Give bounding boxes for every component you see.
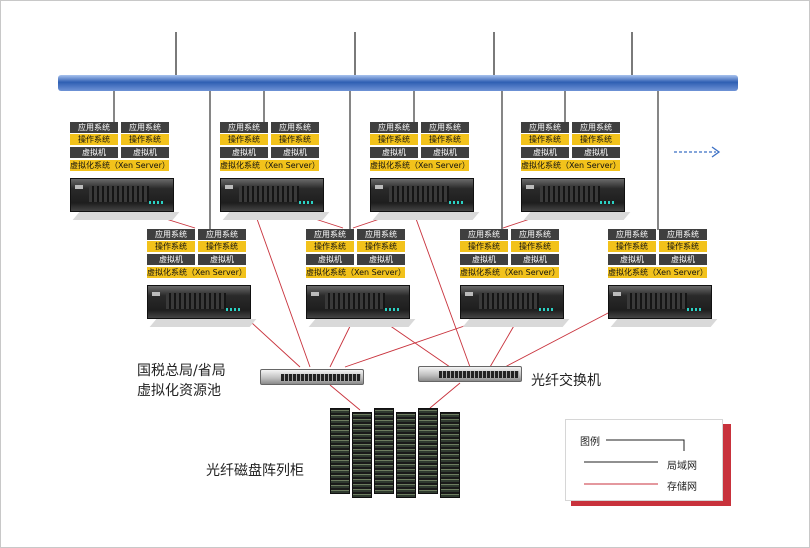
server-shadow (222, 212, 330, 220)
os-label: 操作系统 (460, 241, 508, 252)
app-label: 应用系统 (70, 122, 118, 133)
server-node: 应用系统 应用系统 操作系统 操作系统 虚拟机 虚拟机 虚拟化系统（Xen Se… (306, 229, 416, 341)
app-label: 应用系统 (421, 122, 469, 133)
app-label: 应用系统 (521, 122, 569, 133)
vm-label: 虚拟机 (521, 147, 569, 158)
server-node: 应用系统 应用系统 操作系统 操作系统 虚拟机 虚拟机 虚拟化系统（Xen Se… (70, 122, 180, 234)
app-label: 应用系统 (370, 122, 418, 133)
vm-label: 虚拟机 (306, 254, 354, 265)
fibre-switch-right (418, 366, 522, 382)
server-chassis (147, 285, 251, 319)
server-shadow (308, 319, 416, 327)
vm-label: 虚拟机 (572, 147, 620, 158)
os-label: 操作系统 (608, 241, 656, 252)
app-label: 应用系统 (511, 229, 559, 240)
vm-label: 虚拟机 (220, 147, 268, 158)
server-chassis (220, 178, 324, 212)
legend-title: 图例 (580, 437, 600, 448)
server-shadow (610, 319, 718, 327)
pool-caption-line2: 虚拟化资源池 (137, 383, 221, 399)
os-label: 操作系统 (306, 241, 354, 252)
server-chassis (370, 178, 474, 212)
vm-label: 虚拟机 (659, 254, 707, 265)
switch-caption: 光纤交换机 (531, 373, 601, 389)
legend-box: 图例 局域网 存储网 (565, 419, 723, 501)
server-shadow (149, 319, 257, 327)
app-label: 应用系统 (306, 229, 354, 240)
app-label: 应用系统 (198, 229, 246, 240)
os-label: 操作系统 (147, 241, 195, 252)
server-node: 应用系统 应用系统 操作系统 操作系统 虚拟机 虚拟机 虚拟化系统（Xen Se… (370, 122, 480, 234)
hypervisor-label: 虚拟化系统（Xen Server） (220, 160, 319, 171)
continuation-arrow-icon (674, 144, 722, 158)
server-chassis (460, 285, 564, 319)
fibre-switch-left (260, 369, 364, 385)
app-label: 应用系统 (357, 229, 405, 240)
vm-label: 虚拟机 (357, 254, 405, 265)
app-label: 应用系统 (147, 229, 195, 240)
app-label: 应用系统 (659, 229, 707, 240)
vm-label: 虚拟机 (121, 147, 169, 158)
app-label: 应用系统 (271, 122, 319, 133)
app-label: 应用系统 (608, 229, 656, 240)
vm-label: 虚拟机 (271, 147, 319, 158)
os-label: 操作系统 (659, 241, 707, 252)
server-node: 应用系统 应用系统 操作系统 操作系统 虚拟机 虚拟机 虚拟化系统（Xen Se… (608, 229, 718, 341)
os-label: 操作系统 (198, 241, 246, 252)
vm-label: 虚拟机 (608, 254, 656, 265)
legend-san-label: 存储网 (667, 482, 697, 493)
hypervisor-label: 虚拟化系统（Xen Server） (147, 267, 246, 278)
server-chassis (608, 285, 712, 319)
os-label: 操作系统 (121, 134, 169, 145)
vm-label: 虚拟机 (198, 254, 246, 265)
os-label: 操作系统 (70, 134, 118, 145)
vm-label: 虚拟机 (511, 254, 559, 265)
vm-label: 虚拟机 (370, 147, 418, 158)
app-label: 应用系统 (460, 229, 508, 240)
server-shadow (523, 212, 631, 220)
server-shadow (72, 212, 180, 220)
os-label: 操作系统 (511, 241, 559, 252)
os-label: 操作系统 (521, 134, 569, 145)
storage-caption: 光纤磁盘阵列柜 (206, 463, 304, 479)
server-chassis (70, 178, 174, 212)
vm-label: 虚拟机 (147, 254, 195, 265)
os-label: 操作系统 (220, 134, 268, 145)
app-label: 应用系统 (220, 122, 268, 133)
os-label: 操作系统 (572, 134, 620, 145)
server-node: 应用系统 应用系统 操作系统 操作系统 虚拟机 虚拟机 虚拟化系统（Xen Se… (220, 122, 330, 234)
legend-swatches (584, 439, 685, 485)
app-label: 应用系统 (572, 122, 620, 133)
os-label: 操作系统 (357, 241, 405, 252)
server-node: 应用系统 应用系统 操作系统 操作系统 虚拟机 虚拟机 虚拟化系统（Xen Se… (147, 229, 257, 341)
app-label: 应用系统 (121, 122, 169, 133)
lan-drops (113, 91, 659, 230)
legend-lan-label: 局域网 (667, 461, 697, 472)
hypervisor-label: 虚拟化系统（Xen Server） (70, 160, 169, 171)
lan-backbone (58, 75, 738, 91)
hypervisor-label: 虚拟化系统（Xen Server） (460, 267, 559, 278)
os-label: 操作系统 (271, 134, 319, 145)
server-chassis (521, 178, 625, 212)
hypervisor-label: 虚拟化系统（Xen Server） (306, 267, 405, 278)
vm-label: 虚拟机 (460, 254, 508, 265)
hypervisor-label: 虚拟化系统（Xen Server） (521, 160, 620, 171)
os-label: 操作系统 (370, 134, 418, 145)
hypervisor-label: 虚拟化系统（Xen Server） (608, 267, 707, 278)
server-shadow (372, 212, 480, 220)
server-node: 应用系统 应用系统 操作系统 操作系统 虚拟机 虚拟机 虚拟化系统（Xen Se… (460, 229, 570, 341)
pool-caption-line1: 国税总局/省局 (137, 363, 226, 379)
hypervisor-label: 虚拟化系统（Xen Server） (370, 160, 469, 171)
os-label: 操作系统 (421, 134, 469, 145)
vm-label: 虚拟机 (70, 147, 118, 158)
server-chassis (306, 285, 410, 319)
server-node: 应用系统 应用系统 操作系统 操作系统 虚拟机 虚拟机 虚拟化系统（Xen Se… (521, 122, 631, 234)
vm-label: 虚拟机 (421, 147, 469, 158)
server-shadow (462, 319, 570, 327)
